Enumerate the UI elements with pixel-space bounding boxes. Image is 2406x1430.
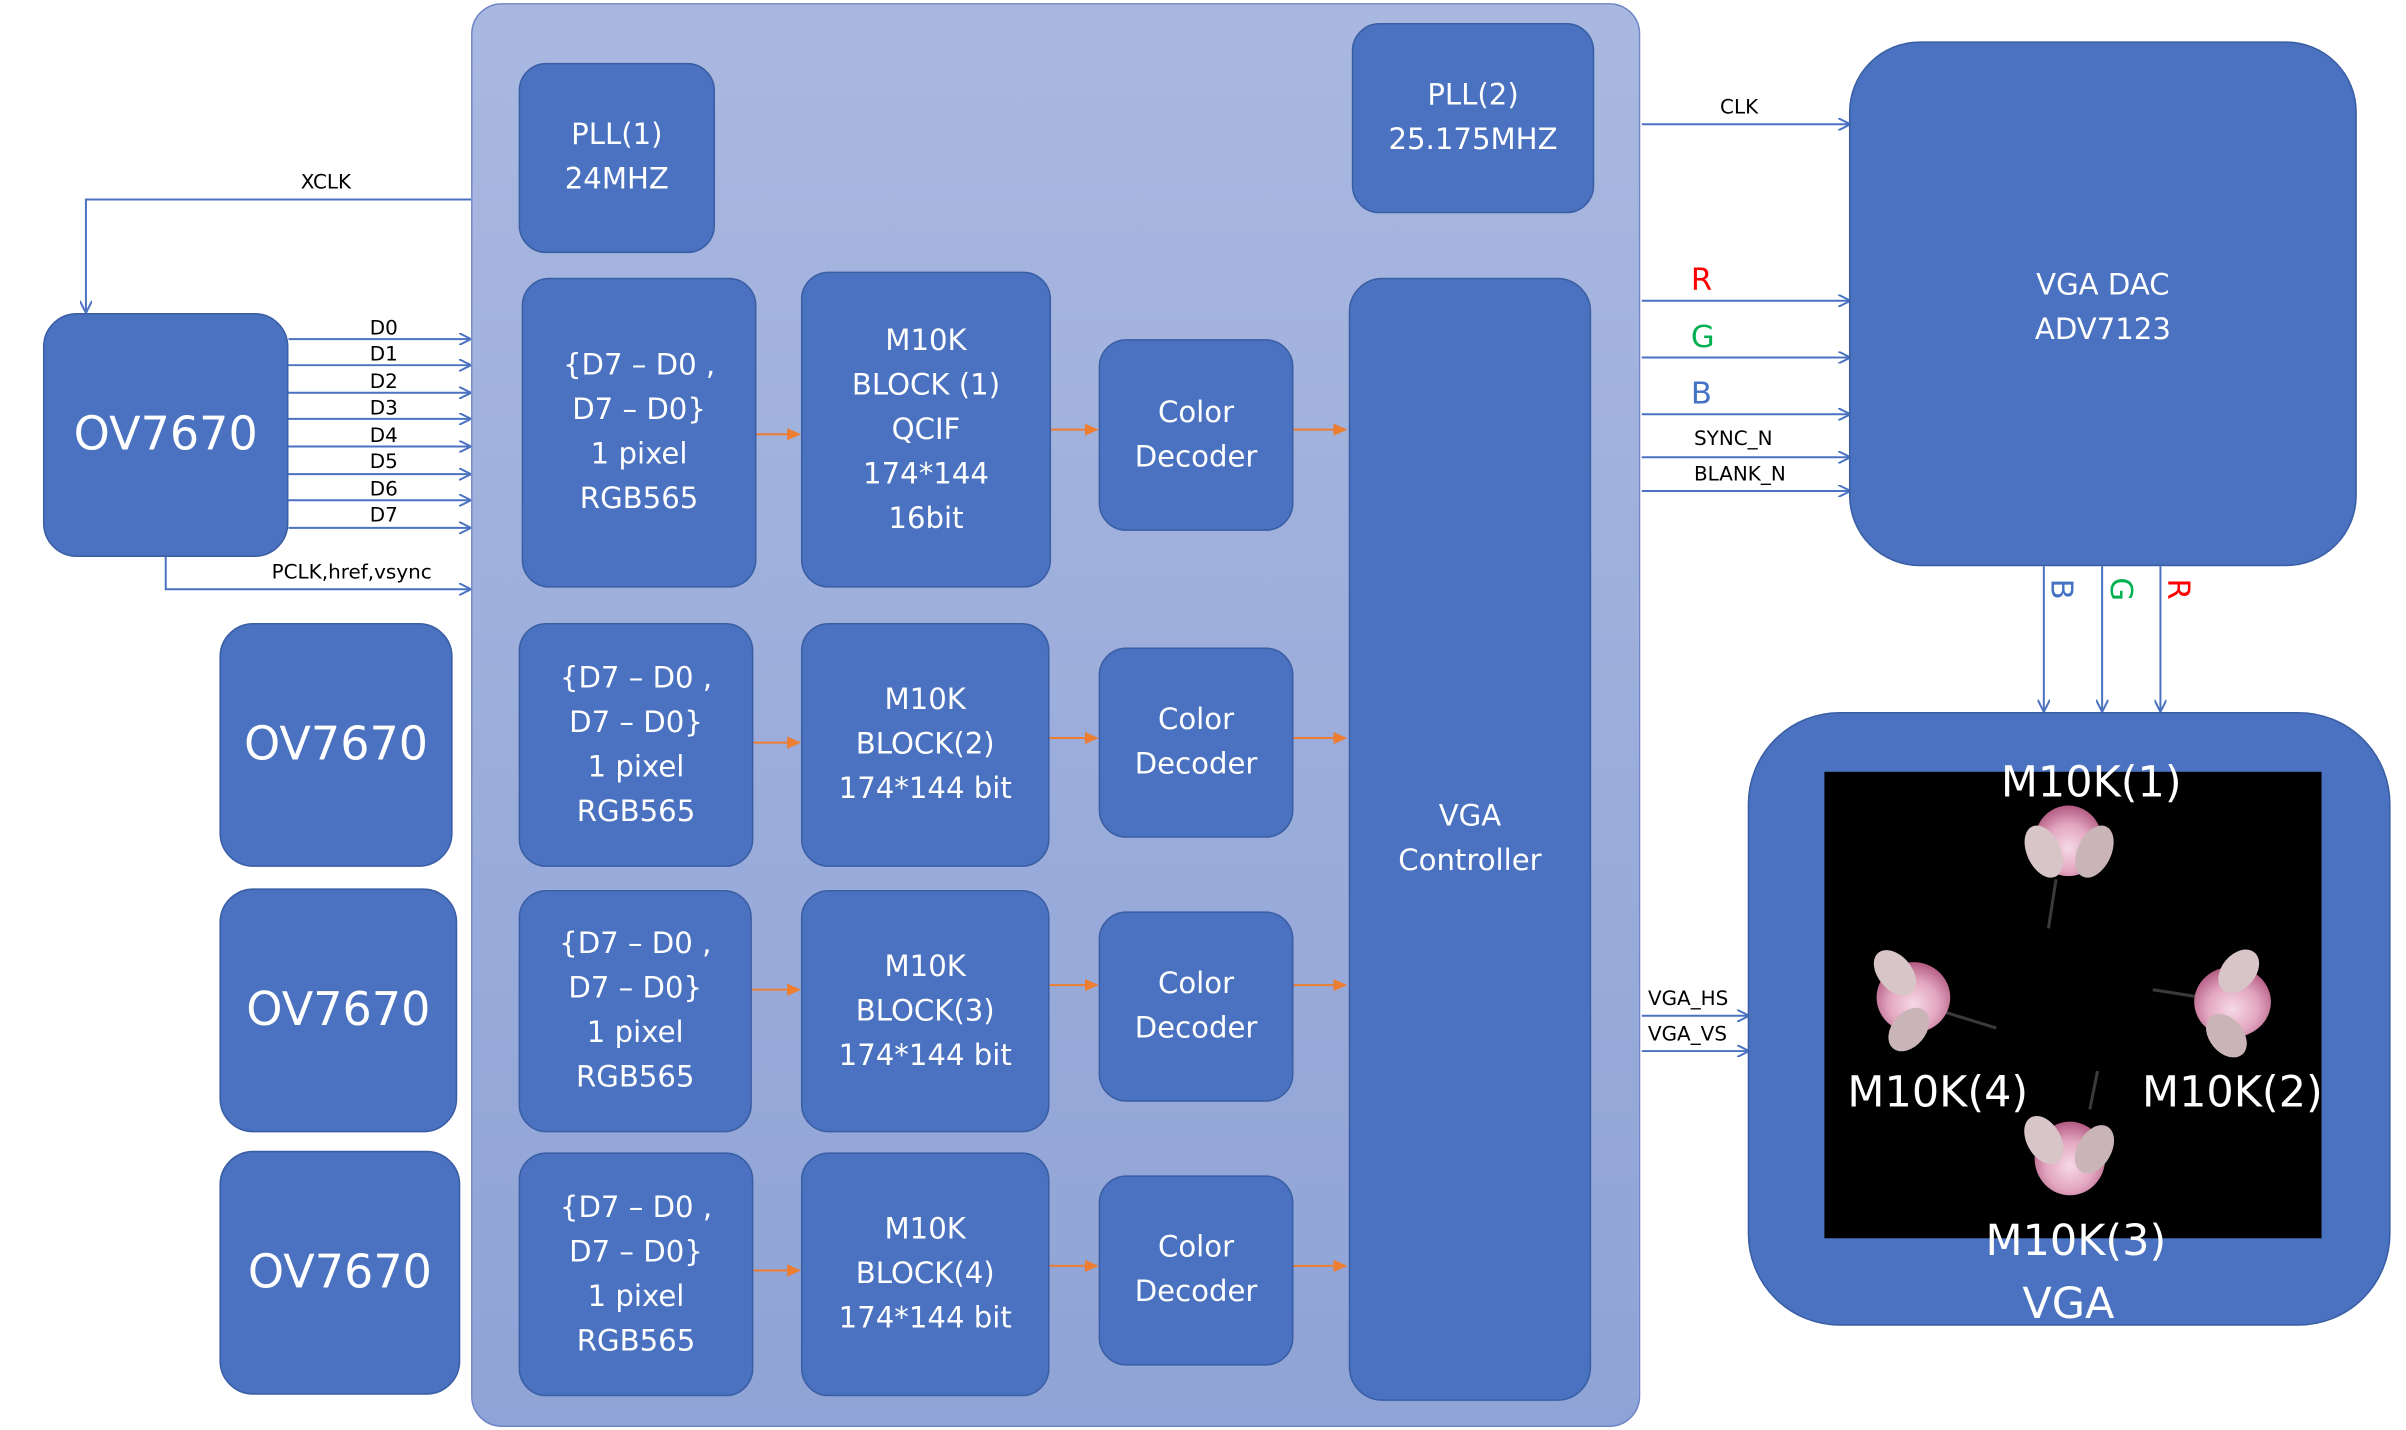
pixel-packer-1: {D7 – D0 , D7 – D0} 1 pixel RGB565 — [521, 277, 757, 588]
m10k-block-2: M10K BLOCK(2) 174*144 bit — [800, 622, 1050, 867]
quadrant-label-4: M10K(4) — [1847, 1066, 2029, 1118]
pixel-packer-3: {D7 – D0 , D7 – D0} 1 pixel RGB565 — [518, 889, 752, 1133]
color-decoder-1: Color Decoder — [1098, 339, 1294, 531]
sync-n-label: SYNC_N — [1693, 428, 1773, 452]
d1-label: D1 — [369, 343, 398, 367]
b-label: B — [1690, 374, 1712, 412]
vga-screen — [1824, 771, 2322, 1239]
flower-images — [1873, 805, 2271, 1196]
d6-label: D6 — [369, 478, 398, 502]
flower-right-icon — [2152, 949, 2271, 1058]
d5-label: D5 — [369, 451, 398, 475]
pll-2: PLL(2) 25.175MHZ — [1351, 23, 1595, 214]
r-label: R — [1690, 260, 1713, 298]
color-decoder-3: Color Decoder — [1098, 911, 1294, 1102]
vga-controller: VGA Controller — [1348, 277, 1592, 1401]
out-g-label: G — [2103, 577, 2141, 602]
xclk-label: XCLK — [300, 171, 352, 195]
flower-bottom-icon — [2024, 1070, 2115, 1196]
vga-hs-label: VGA_HS — [1647, 988, 1729, 1012]
d0-label: D0 — [369, 317, 398, 341]
quadrant-label-2: M10K(2) — [2142, 1066, 2323, 1118]
out-b-label: B — [2043, 578, 2081, 600]
pclk-label: PCLK,href,vsync — [271, 561, 432, 585]
out-r-label: R — [2160, 578, 2198, 600]
vga-dac: VGA DAC ADV7123 — [1848, 41, 2357, 567]
vga-display-title: VGA — [2022, 1278, 2115, 1329]
pll-1: PLL(1) 24MHZ — [518, 62, 716, 254]
d7-label: D7 — [369, 504, 398, 528]
quadrant-label-1: M10K(1) — [2000, 756, 2182, 808]
flower-top-icon — [2024, 805, 2114, 929]
m10k-block-1: M10K BLOCK (1) QCIF 174*144 16bit — [800, 271, 1052, 588]
g-label: G — [1690, 317, 1715, 355]
camera-3: OV7670 — [219, 888, 458, 1133]
quadrant-label-3: M10K(3) — [1985, 1215, 2167, 1266]
xclk-wire — [86, 198, 472, 311]
camera-4: OV7670 — [219, 1150, 461, 1395]
pixel-packer-2: {D7 – D0 , D7 – D0} 1 pixel RGB565 — [518, 622, 754, 867]
d2-label: D2 — [369, 371, 398, 395]
m10k-block-4: M10K BLOCK(4) 174*144 bit — [800, 1152, 1050, 1397]
color-decoder-2: Color Decoder — [1098, 647, 1294, 838]
blank-n-label: BLANK_N — [1693, 463, 1786, 487]
camera-main: OV7670 — [42, 313, 289, 557]
color-decoder-4: Color Decoder — [1098, 1175, 1294, 1366]
pclk-wire — [164, 556, 470, 589]
d4-label: D4 — [369, 425, 398, 449]
clk-label: CLK — [1720, 96, 1759, 120]
vga-vs-label: VGA_VS — [1647, 1023, 1727, 1047]
flower-left-icon — [1873, 950, 1997, 1052]
d3-label: D3 — [369, 397, 398, 421]
pixel-packer-4: {D7 – D0 , D7 – D0} 1 pixel RGB565 — [518, 1152, 754, 1397]
camera-2: OV7670 — [219, 622, 453, 867]
m10k-block-3: M10K BLOCK(3) 174*144 bit — [800, 889, 1050, 1133]
